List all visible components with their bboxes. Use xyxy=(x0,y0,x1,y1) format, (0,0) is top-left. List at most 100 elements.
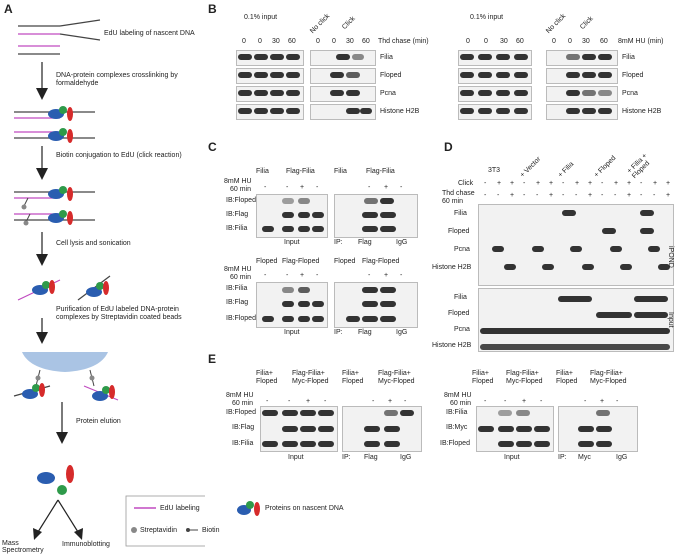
panel-label-b: B xyxy=(208,2,217,16)
d-top-row1: Floped xyxy=(448,228,470,235)
b-right-l1: 0 xyxy=(484,38,488,45)
e-left-b3: IgG xyxy=(400,454,412,461)
b-right-row-floped: Floped xyxy=(622,72,644,79)
d-top-row0: Filia xyxy=(454,210,467,217)
c-top-s1: - xyxy=(286,184,289,191)
e-left-b0: Input xyxy=(288,454,304,461)
b-right-blot-3 xyxy=(458,86,532,102)
panel-label-a: A xyxy=(4,2,13,16)
d-col-both: + Filia + Floped xyxy=(626,152,652,180)
e-right-s6: - xyxy=(616,398,619,405)
d-bot-row0: Filia xyxy=(454,294,467,301)
c-top-s0: - xyxy=(264,184,267,191)
c-bot-s0: - xyxy=(264,272,267,279)
d-col-filia: + Filia xyxy=(557,160,576,179)
c-top-h1: Filia xyxy=(256,168,269,175)
d-col-3t3: 3T3 xyxy=(488,167,501,174)
b-left-l0: 0 xyxy=(242,38,246,45)
legend-proteins: Proteins on nascent DNA xyxy=(265,505,344,512)
b-right-row-pcna: Pcna xyxy=(622,90,638,97)
b-right-l3: 60 xyxy=(516,38,524,45)
c-bot-row1: IB:Flag xyxy=(226,299,249,306)
b-left-l5: 0 xyxy=(332,38,336,45)
e-right-h3: Filia+ Floped xyxy=(556,370,578,386)
c-bot-b1: IP: xyxy=(334,329,343,336)
b-left-l2: 30 xyxy=(272,38,280,45)
d-side-input: Input xyxy=(667,312,674,328)
c-top-b0: Input xyxy=(284,239,300,246)
c-bot-h2: Flag-Floped xyxy=(282,258,320,265)
b-left-noclick: No click xyxy=(309,12,332,35)
d-bot-row1: Floped xyxy=(448,310,470,317)
d-top-row3: Histone H2B xyxy=(432,264,472,271)
c-bot-b0: Input xyxy=(284,329,300,336)
c-bot-s4: - xyxy=(368,272,371,279)
b-right-click: Click xyxy=(579,15,595,31)
legend-biotin: Biotin xyxy=(202,527,220,534)
output-immunoblot: Immunoblotting xyxy=(62,541,110,548)
c-top-row1: IB:Flag xyxy=(226,211,249,218)
e-left-s2: + xyxy=(306,398,311,405)
c-top-b1: IP: xyxy=(334,239,343,246)
c-bot-cond: 8mM HU xyxy=(224,266,252,273)
dna-fork-3 xyxy=(14,186,95,226)
e-right-row2: IB:Floped xyxy=(440,440,470,447)
step-lysis: Cell lysis and sonication xyxy=(56,240,131,247)
d-click-label: Click xyxy=(458,180,474,187)
e-left-s4: - xyxy=(372,398,375,405)
e-left-h2: Flag-Filia+ Myc-Floped xyxy=(292,370,329,386)
step-purification: Purification of EdU labeled DNA-protein … xyxy=(56,306,182,322)
panel-a-schematic xyxy=(13,19,205,547)
e-right-s3: - xyxy=(540,398,543,405)
legend-box xyxy=(125,495,205,547)
c-top-s5: + xyxy=(384,184,389,191)
b-left-l7: 60 xyxy=(362,38,370,45)
panel-label-e: E xyxy=(208,352,217,366)
b-right-row-h2b: Histone H2B xyxy=(622,108,662,115)
b-right-l0: 0 xyxy=(466,38,470,45)
c-bot-s3: - xyxy=(316,272,319,279)
panel-label-c: C xyxy=(208,140,217,154)
c-top-row0: IB:Floped xyxy=(226,197,256,204)
e-left-s3: - xyxy=(324,398,327,405)
c-bot-s2: + xyxy=(300,272,305,279)
e-left-b1: IP: xyxy=(342,454,351,461)
e-right-h1: Filia+ Floped xyxy=(472,370,494,386)
e-left-time: 60 min xyxy=(232,400,254,407)
d-bot-row2: Pcna xyxy=(454,326,470,333)
c-top-b3: IgG xyxy=(396,239,408,246)
b-left-l3: 60 xyxy=(288,38,296,45)
d-top-row2: Pcna xyxy=(454,246,470,253)
e-right-cond: 8mM HU xyxy=(444,392,472,399)
c-bot-h3: Floped xyxy=(334,258,356,265)
c-bot-s5: + xyxy=(384,272,389,279)
c-bot-b3: IgG xyxy=(396,329,408,336)
e-right-b1: IP: xyxy=(558,454,567,461)
c-bot-row0: IB:Filia xyxy=(226,285,248,292)
b-right-blot-1 xyxy=(458,50,532,66)
step-click-reaction: Biotin conjugation to EdU (click reactio… xyxy=(56,152,182,159)
dna-fork-2 xyxy=(14,106,95,143)
b-right-blot-2 xyxy=(458,68,532,84)
c-top-s3: - xyxy=(316,184,319,191)
c-top-b2: Flag xyxy=(358,239,372,246)
b-right-l6: 30 xyxy=(582,38,590,45)
b-left-click: Click xyxy=(341,15,357,31)
b-left-input: 0.1% input xyxy=(244,14,278,21)
dna-fragments xyxy=(17,275,111,301)
b-left-l1: 0 xyxy=(258,38,262,45)
step-crosslinking: DNA-protein complexes crosslinking by fo… xyxy=(56,72,178,88)
c-bot-h1: Floped xyxy=(256,258,278,265)
b-right-l5: 0 xyxy=(568,38,572,45)
b-left-chase: Thd chase (min) xyxy=(378,38,429,45)
e-right-s1: - xyxy=(504,398,507,405)
d-bot-row3: Histone H2B xyxy=(432,342,472,349)
e-right-b2: Myc xyxy=(578,454,591,461)
e-left-s1: - xyxy=(288,398,291,405)
b-left-row-pcna: Pcna xyxy=(380,90,396,97)
e-left-cond: 8mM HU xyxy=(226,392,254,399)
b-left-l4: 0 xyxy=(316,38,320,45)
step-edu-labeling: EdU labeling of nascent DNA xyxy=(104,30,195,37)
b-left-l6: 30 xyxy=(346,38,354,45)
b-left-row-h2b: Histone H2B xyxy=(380,108,420,115)
